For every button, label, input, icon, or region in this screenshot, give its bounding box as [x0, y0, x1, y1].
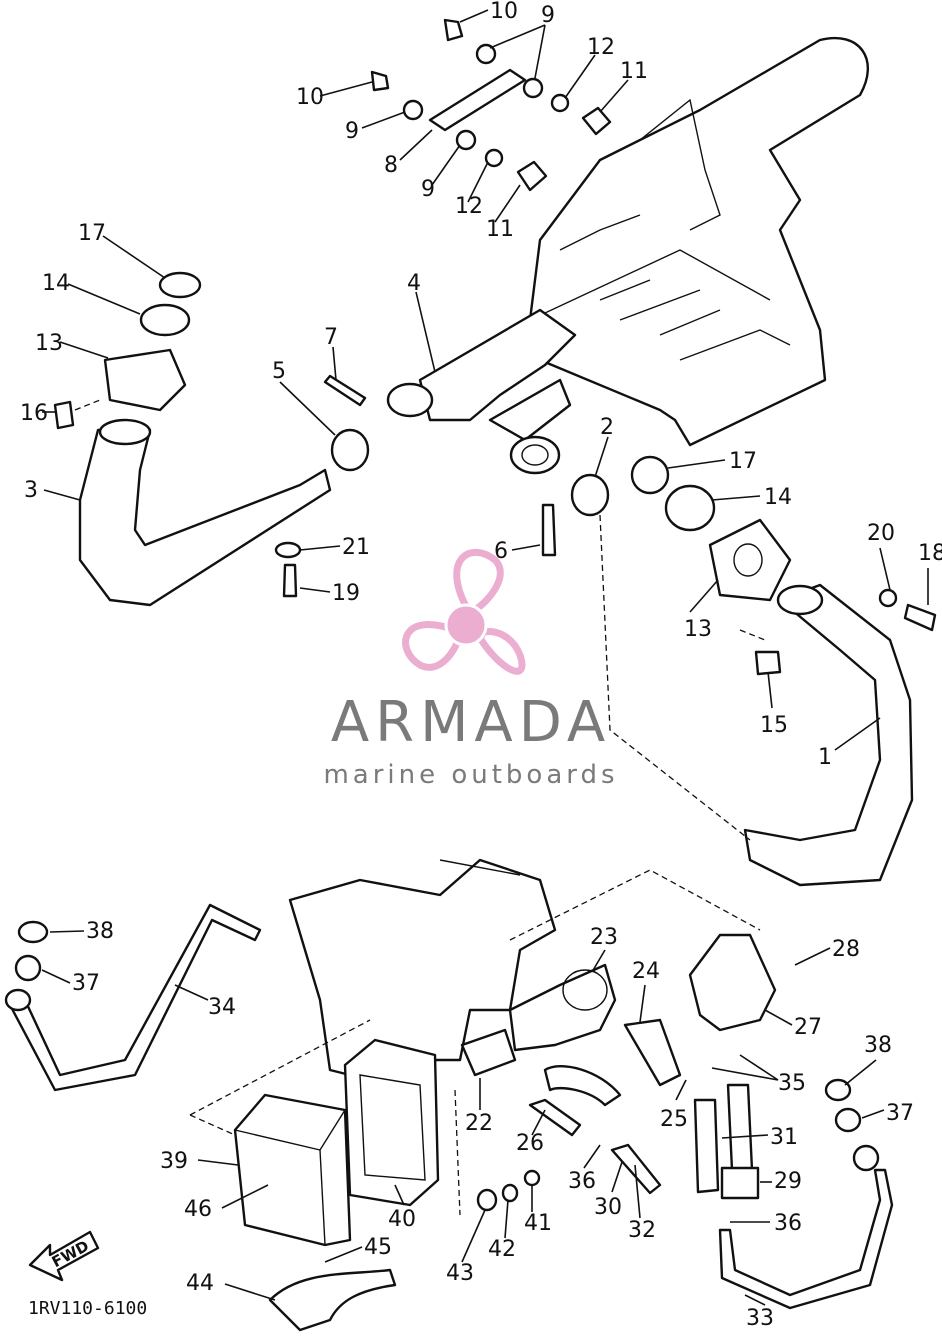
callout-label: 7: [324, 325, 338, 350]
callout-label: 2: [600, 415, 614, 440]
callout-label: 35: [778, 1071, 806, 1096]
diagram-code: 1RV110-6100: [28, 1298, 148, 1319]
callout-label: 1: [818, 745, 832, 770]
callout-label: 10: [296, 85, 324, 110]
flange-13-right: [708, 518, 792, 602]
flange-13-left: [103, 348, 187, 412]
callout-label: 33: [746, 1306, 774, 1331]
callout-label: 38: [86, 919, 114, 944]
exhaust-pipe-3: [78, 428, 332, 607]
callout-label: 21: [342, 535, 370, 560]
callout-label: 41: [524, 1211, 552, 1236]
exhaust-pipe-4: [418, 308, 577, 422]
callout-label: 38: [864, 1033, 892, 1058]
lower-intake-assembly: [4, 858, 894, 1332]
carburetor-23: [508, 963, 617, 1052]
callout-label: 18: [918, 541, 942, 566]
callout-label: 11: [620, 59, 648, 84]
callout-label: 42: [488, 1237, 516, 1262]
callout-label: 9: [421, 177, 435, 202]
callout-label: 8: [384, 153, 398, 178]
gasket-2: [570, 473, 610, 517]
callout-label: 43: [446, 1261, 474, 1286]
air-filter-element-40: [343, 1038, 440, 1207]
callout-label: 12: [587, 35, 615, 60]
callout-label: 13: [35, 331, 63, 356]
exhaust-pipe-1: [743, 583, 914, 887]
callout-label: 32: [628, 1218, 656, 1243]
callout-label: 16: [20, 401, 48, 426]
callout-label: 9: [345, 119, 359, 144]
callout-label: 40: [388, 1207, 416, 1232]
callout-label: 29: [774, 1169, 802, 1194]
fuel-pump-27: [688, 933, 777, 1032]
callout-label: 5: [272, 359, 286, 384]
callout-label: 12: [455, 194, 483, 219]
callout-label: 26: [516, 1131, 544, 1156]
leader-lines: [41, 9, 929, 1306]
callout-label: 20: [867, 521, 895, 546]
callout-label: 27: [794, 1015, 822, 1040]
silencer-case-39: [233, 1093, 352, 1247]
callout-label: 44: [186, 1271, 214, 1296]
callout-label: 22: [465, 1111, 493, 1136]
callout-label: 14: [764, 485, 792, 510]
callout-label: 3: [24, 478, 38, 503]
ring-14-right: [664, 484, 716, 532]
callout-label: 34: [208, 995, 236, 1020]
callout-label: 14: [42, 271, 70, 296]
callout-label: 25: [660, 1107, 688, 1132]
callout-label: 37: [72, 971, 100, 996]
callout-label: 17: [729, 449, 757, 474]
callout-label: 19: [332, 581, 360, 606]
callout-label: 36: [774, 1211, 802, 1236]
callout-label: 45: [364, 1235, 392, 1260]
upper-exhaust-assembly: [53, 18, 937, 887]
callout-label: 10: [490, 0, 518, 24]
callout-label: 13: [684, 617, 712, 642]
breather-hose-34: [8, 903, 262, 1092]
callout-label: 17: [78, 221, 106, 246]
callout-label: 6: [494, 539, 508, 564]
bracket-8: [428, 68, 527, 132]
callout-label: 23: [590, 925, 618, 950]
gasket-5: [330, 428, 370, 472]
callout-label: 4: [407, 271, 421, 296]
callout-label: 11: [486, 217, 514, 242]
callout-label: 46: [184, 1197, 212, 1222]
armada-propeller-logo: [402, 548, 526, 675]
callout-label: 15: [760, 713, 788, 738]
callout-numbers: 10 9 10 12 11 9 8 9 12 11 17 14 4 13 7 5…: [20, 0, 942, 1331]
callout-label: 37: [886, 1101, 914, 1126]
callout-label: 9: [541, 3, 555, 28]
ring-17-left: [158, 271, 202, 299]
ring-14-left: [139, 303, 191, 337]
callout-label: 28: [832, 937, 860, 962]
ring-17-right: [630, 455, 670, 495]
fwd-arrow-icon: FWD: [28, 1230, 100, 1282]
callout-label: 39: [160, 1149, 188, 1174]
callout-label: 30: [594, 1195, 622, 1220]
callout-label: 31: [770, 1125, 798, 1150]
callout-label: 24: [632, 959, 660, 984]
callout-label: 36: [568, 1169, 596, 1194]
muffler-body: [528, 37, 870, 447]
